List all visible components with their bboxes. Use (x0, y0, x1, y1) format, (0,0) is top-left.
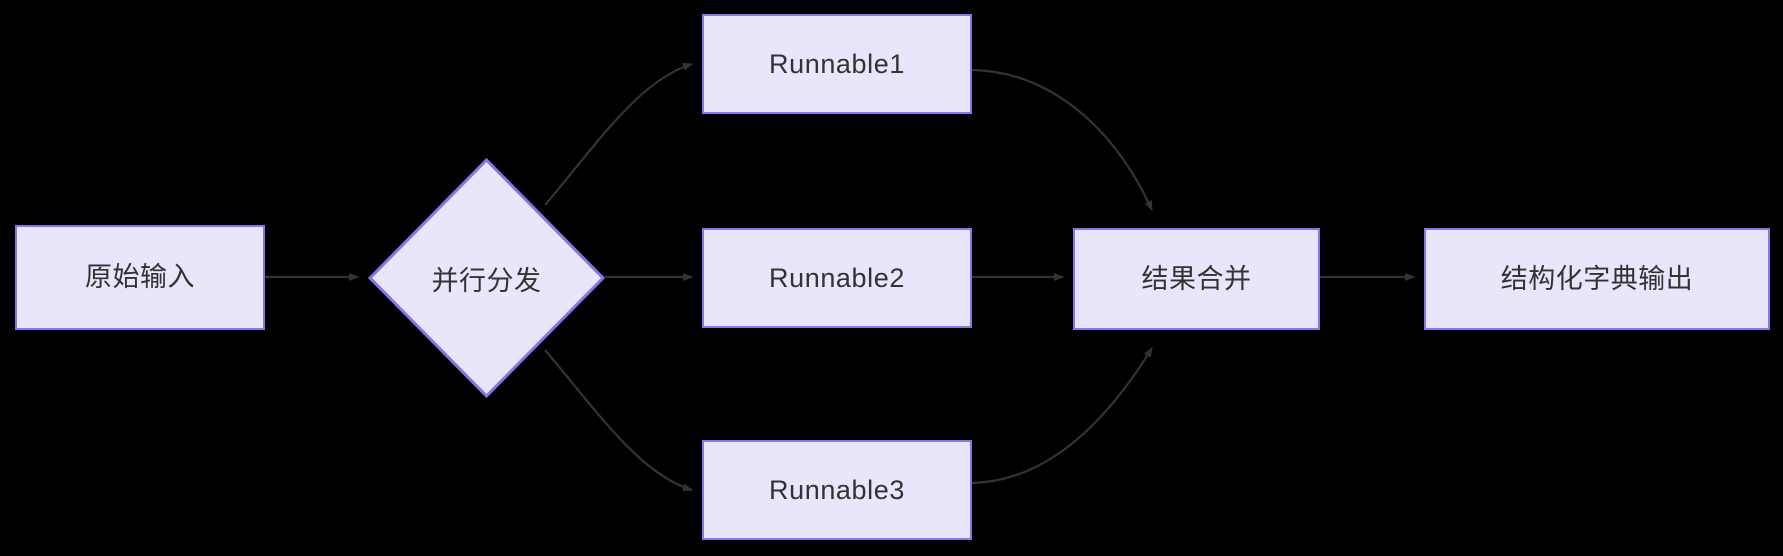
node-dispatch[interactable]: 并行分发 (368, 158, 605, 398)
node-runnable1-label: Runnable1 (768, 48, 905, 79)
node-runnable3[interactable]: Runnable3 (702, 440, 972, 540)
diamond-shape (368, 158, 605, 398)
node-output-label: 结构化字典输出 (1500, 263, 1694, 294)
node-output[interactable]: 结构化字典输出 (1424, 228, 1770, 330)
node-dispatch-label: 并行分发 (431, 265, 542, 296)
node-input[interactable]: 原始输入 (15, 225, 265, 330)
node-runnable2[interactable]: Runnable2 (702, 228, 972, 328)
node-runnable3-label: Runnable3 (768, 474, 905, 505)
edge-runnable3-to-merge (971, 347, 1153, 485)
node-merge[interactable]: 结果合并 (1073, 228, 1320, 330)
node-runnable2-label: Runnable2 (768, 262, 905, 293)
node-merge-label: 结果合并 (1141, 263, 1252, 294)
edge-runnable1-to-merge (971, 68, 1154, 211)
node-runnable1[interactable]: Runnable1 (702, 14, 972, 114)
node-input-label: 原始输入 (85, 262, 195, 293)
